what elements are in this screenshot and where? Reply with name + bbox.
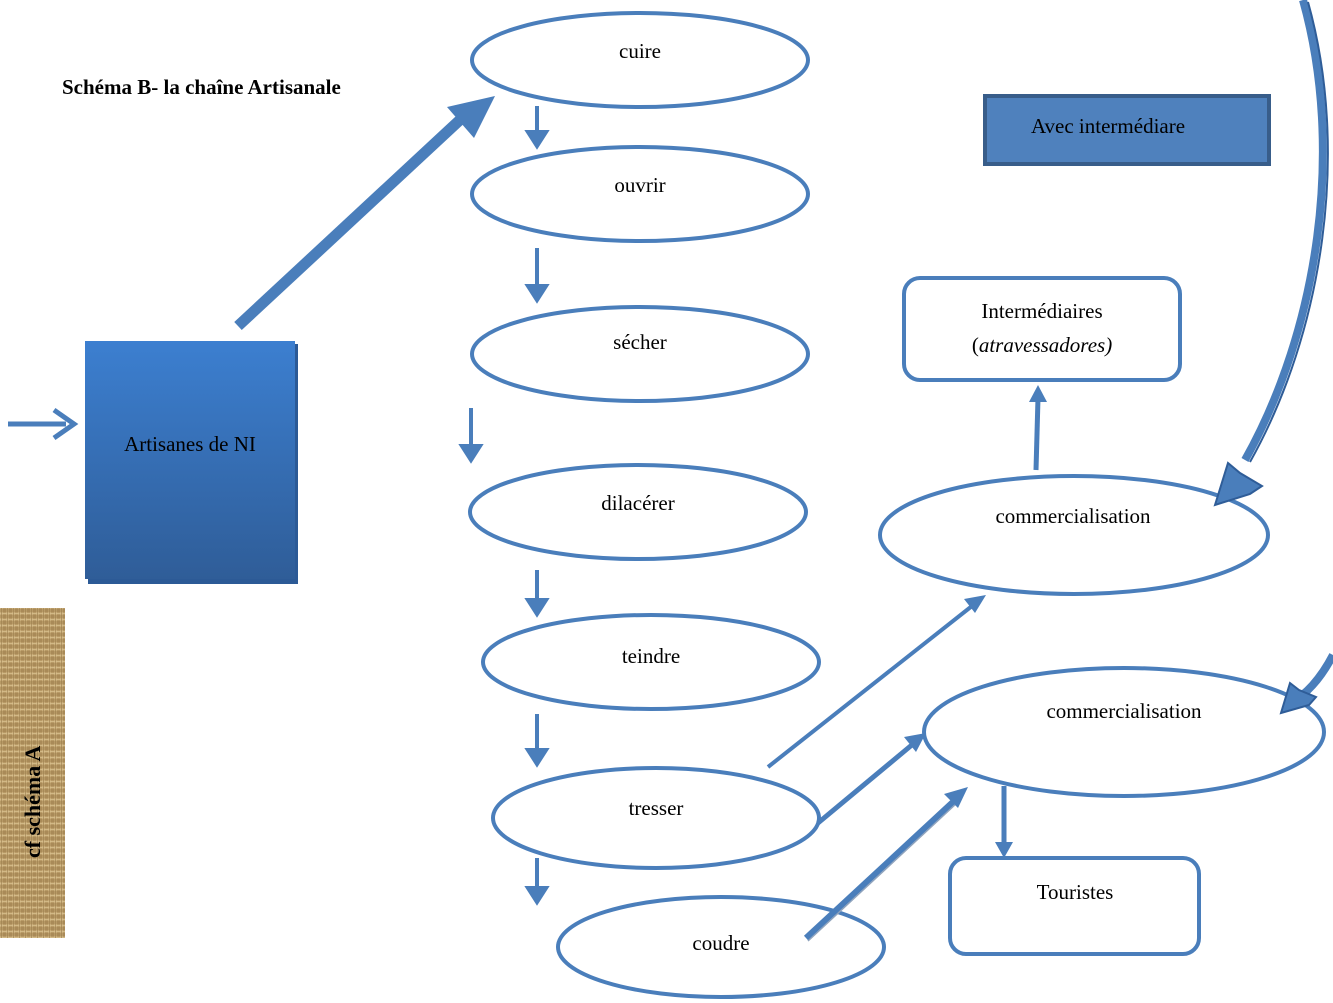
main-diagonal-arrow [234,113,466,331]
arrow-coudre-shadow [807,802,958,942]
commercialisation-bottom-label: commercialisation [1046,699,1202,723]
main-diagonal-arrowhead [447,96,495,138]
step-cuire-label: cuire [619,39,661,63]
curved-arrow-second-head [1279,681,1318,715]
step-dilacerer [468,463,808,561]
step-dilacerer-label: dilacérer [601,491,674,515]
step-cuire [470,11,810,109]
intermediaires-line2: (atravessadores) [972,333,1112,357]
entry-arrow-head [52,407,79,441]
step-tresser [491,766,821,870]
intermediaires-open-paren: ( [972,333,979,357]
artisans-label: Artisanes de NI [124,432,256,456]
step-ouvrir [470,145,810,243]
diagram-title: Schéma B- la chaîne Artisanale [62,75,341,99]
step-tresser-label: tresser [629,796,684,820]
step-secher [470,305,810,403]
side-label: cf schéma A [20,745,45,858]
arrow-tresser-to-comm-bottom [816,742,915,825]
commercialisation-bottom [922,666,1326,798]
curved-arrow-main [1241,0,1327,462]
step-ouvrir-label: ouvrir [614,173,665,197]
artisans-box [85,341,295,579]
arrow-to-intermediaires-head [1029,385,1047,402]
arrow-tresser-to-comm-top-head [964,595,986,613]
arrow-tresser-to-comm-top [766,604,974,769]
intermediaires-line1: Intermédiaires [981,299,1102,323]
arrow-coudre-to-comm-bottom-head [944,787,968,808]
commercialisation-top-label: commercialisation [995,504,1151,528]
intermediaires-box [902,276,1182,382]
arrow-to-touristes-head [995,842,1013,858]
legend-label: Avec intermédiare [1031,114,1185,138]
commercialisation-top [878,474,1270,596]
intermediaires-atravessadores: atravessadores) [979,333,1112,357]
curved-arrow-edge [1249,1,1329,463]
arrow-to-intermediaires [1033,397,1041,471]
burlap-strip [0,608,65,938]
curved-arrow-main-head [1213,461,1264,507]
step-secher-label: sécher [613,330,667,354]
step-arrows [458,106,550,906]
step-coudre-label: coudre [692,931,749,955]
touristes-box [948,856,1201,956]
step-teindre [481,613,821,711]
legend-box [983,94,1271,166]
touristes-label: Touristes [1037,880,1114,904]
arrow-coudre-to-comm-bottom [803,797,958,941]
step-coudre [556,895,886,999]
arrow-tresser-to-comm-bottom-head [904,733,926,752]
step-teindre-label: teindre [622,644,680,668]
